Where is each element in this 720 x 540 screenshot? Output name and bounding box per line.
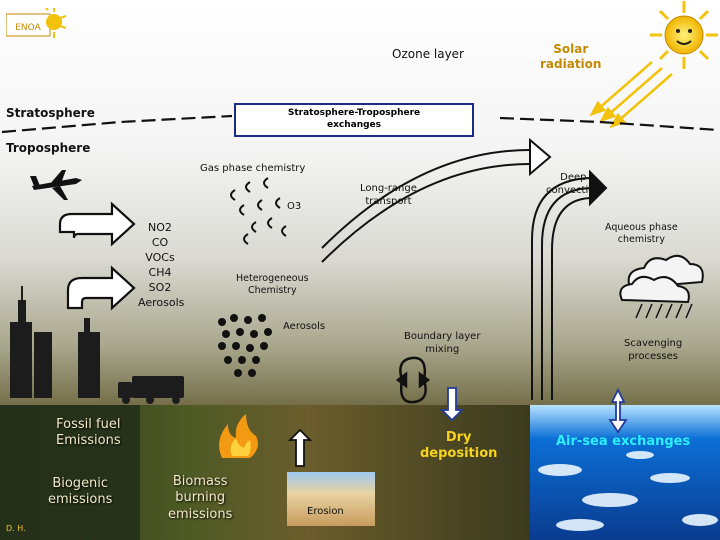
emission-arrows [58, 201, 136, 311]
strat-trop-exchanges-label: Stratosphere-Troposphere exchanges [287, 108, 421, 130]
deep-convection-arrows [531, 169, 608, 400]
gas-phase-chemistry-label: Gas phase chemistry [200, 163, 306, 174]
ozone-layer-label: Ozone layer [392, 47, 464, 61]
species-vocs: VOCs [145, 251, 175, 264]
svg-text:ENOA: ENOA [15, 23, 41, 33]
ozone-o3-label: O3 [287, 201, 302, 212]
enoa-logo: ENOA [5, 7, 68, 42]
biomass-burning-emissions-label: Biomass burning emissions [168, 474, 233, 522]
species-so2: SO2 [148, 281, 172, 294]
boundary-layer-mixing-label: Boundary layer mixing [404, 331, 481, 355]
author-initials: D. H. [6, 524, 26, 533]
emitted-species-list: NO2 CO VOCs CH4 SO2 Aerosols [138, 220, 185, 310]
aqueous-phase-chemistry-label: Aqueous phase chemistry [605, 222, 678, 245]
dry-deposition-down-arrow [439, 387, 465, 422]
stratosphere-label: Stratosphere [6, 106, 95, 120]
biogenic-emissions-label: Biogenic emissions [48, 476, 113, 508]
species-no2: NO2 [148, 221, 172, 234]
gas-phase-molecules [230, 177, 287, 245]
aerosol-particles [218, 314, 272, 377]
sun-icon [650, 1, 718, 69]
fire-icon [219, 414, 258, 458]
stratosphere-troposphere-exchanges-box: Stratosphere-Troposphere exchanges [234, 103, 474, 137]
species-aerosols: Aerosols [138, 296, 185, 309]
erosion-up-arrow [287, 428, 313, 467]
troposphere-label: Troposphere [6, 141, 91, 155]
tropopause-line [1, 114, 719, 134]
airplane-icon [30, 170, 82, 200]
fossil-fuel-emissions-label: Fossil fuel Emissions [56, 417, 121, 449]
air-sea-exchange-arrow [608, 387, 628, 434]
solar-ray-arrows [589, 61, 673, 129]
desert-dune-photo [287, 472, 375, 526]
rain-icon [635, 303, 693, 319]
species-ch4: CH4 [148, 266, 172, 279]
air-sea-exchanges-label: Air-sea exchanges [556, 434, 691, 449]
dry-deposition-label: Dry deposition [420, 430, 498, 462]
aerosols-label: Aerosols [283, 321, 326, 332]
boundary-layer-mixing-icon [395, 356, 431, 404]
skyscraper-icon [10, 286, 52, 398]
solar-radiation-label: Solar radiation [540, 42, 602, 71]
forest-patch [0, 405, 140, 540]
truck-icon [118, 376, 184, 404]
long-range-transport-arrow [321, 137, 552, 263]
ice-floes [538, 451, 718, 531]
factory-icon [78, 318, 100, 398]
heterogeneous-chemistry-label: Heterogeneous Chemistry [236, 273, 309, 296]
scavenging-processes-label: Scavenging processes [624, 338, 683, 362]
erosion-label: Erosion [307, 506, 344, 517]
species-co: CO [151, 236, 169, 249]
long-range-transport-label: Long-range transport [360, 183, 417, 207]
cloud-icon [619, 254, 704, 304]
deep-convection-label: Deep convection [546, 172, 601, 196]
